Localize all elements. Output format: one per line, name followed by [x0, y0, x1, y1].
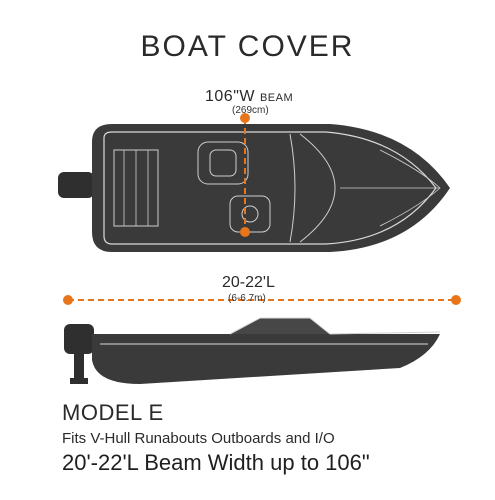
boat-top-view	[58, 124, 450, 252]
beam-label: 106"W BEAM	[205, 88, 293, 106]
model-name: MODEL E	[62, 400, 164, 425]
beam-metric: (269cm)	[232, 105, 269, 116]
dimensions-text: 20'-22'L Beam Width up to 106"	[62, 450, 370, 475]
boat-side-view	[64, 317, 441, 384]
beam-dimension-marker	[240, 113, 250, 237]
fits-description: Fits V-Hull Runabouts Outboards and I/O	[62, 430, 335, 447]
length-metric: (6-6.7m)	[228, 293, 266, 304]
length-label: 20-22'L	[222, 274, 275, 291]
beam-word: BEAM	[259, 92, 294, 104]
beam-value: 106"W	[205, 88, 255, 105]
length-dimension-marker	[63, 295, 461, 305]
page-title: BOAT COVER	[140, 30, 355, 63]
